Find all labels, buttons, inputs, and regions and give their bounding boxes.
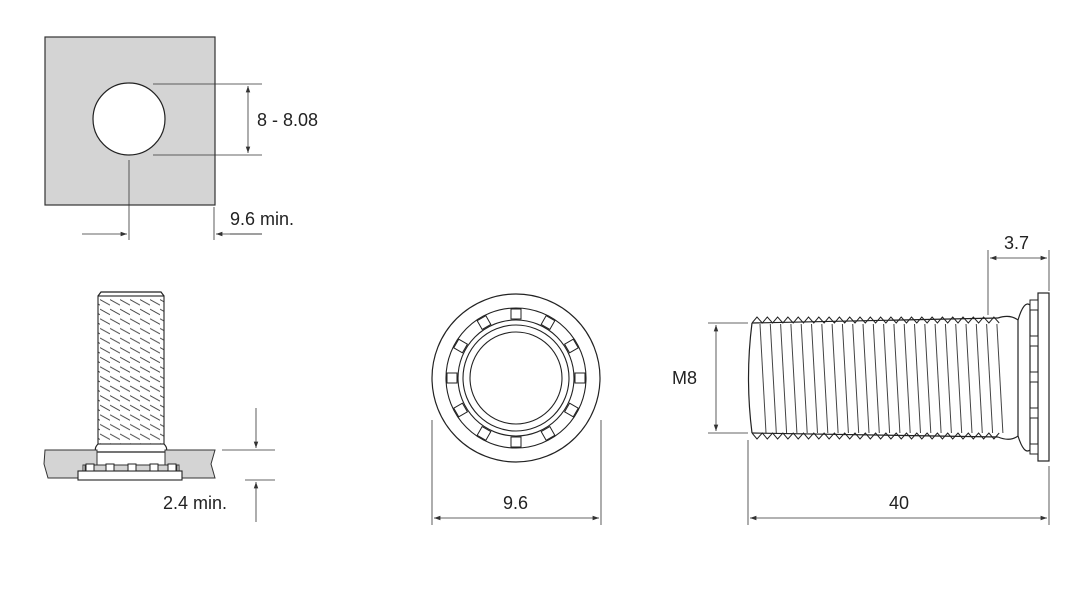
thread-crest (914, 323, 921, 434)
thread-edge (751, 316, 1000, 324)
stud-head (77, 470, 183, 481)
thread-crest (955, 323, 963, 434)
thread-crest (821, 323, 829, 434)
stud-end-view: 9.6 (431, 293, 602, 525)
thread-crest (944, 323, 952, 434)
head-diameter-label: 9.6 (503, 493, 528, 513)
serration-tooth (563, 338, 579, 354)
head-height-label: 3.7 (1004, 233, 1029, 253)
serration-tooth (540, 315, 556, 331)
thread-crest (924, 323, 932, 434)
edge-distance-label: 9.6 min. (230, 209, 294, 229)
thread-crest (893, 323, 901, 434)
hole-diameter-label: 8 - 8.08 (257, 110, 318, 130)
sheet-thickness-label: 2.4 min. (163, 493, 227, 513)
stud-thread (97, 295, 165, 445)
serration-teeth (446, 308, 586, 448)
thread-crest (986, 323, 994, 434)
serration-tooth (476, 315, 492, 331)
thread-crest (872, 323, 880, 434)
serration-tooth (540, 425, 556, 441)
thread-edge (751, 432, 1000, 440)
serration-tooth (476, 425, 492, 441)
thread-crest (903, 323, 911, 434)
mounting-hole-view: 8 - 8.08 9.6 min. (44, 36, 318, 240)
thread-size-label: M8 (672, 368, 697, 388)
serration-tooth (453, 338, 469, 354)
thread-crest (883, 323, 891, 434)
thread-crest (934, 323, 942, 434)
serration-tooth (510, 436, 522, 448)
thread-crest (769, 323, 777, 434)
thread-crest (831, 323, 839, 434)
serration-tooth (563, 402, 579, 418)
serration-tooth (510, 308, 522, 320)
thread-crest (975, 323, 983, 434)
thread-crest (790, 323, 798, 434)
serration-tooth (453, 402, 469, 418)
thread-crest (862, 323, 870, 434)
thread-crest (965, 323, 973, 434)
thread-crest (852, 323, 860, 434)
thread-crest (996, 323, 1004, 434)
thread-profile (751, 316, 1004, 440)
thread-crest (759, 323, 767, 434)
stud-side-view: M8 40 3.7 (672, 233, 1050, 525)
serration-tooth (446, 372, 458, 384)
thread-crest (780, 323, 788, 434)
length-label: 40 (889, 493, 909, 513)
thread-crest (841, 323, 849, 434)
serration-tooth (574, 372, 586, 384)
mounting-hole (92, 82, 166, 156)
thread-crest (800, 323, 808, 434)
stud-head-plate (1037, 292, 1050, 462)
installed-stud-view: 2.4 min. (43, 291, 275, 522)
thread-crest (811, 323, 818, 434)
